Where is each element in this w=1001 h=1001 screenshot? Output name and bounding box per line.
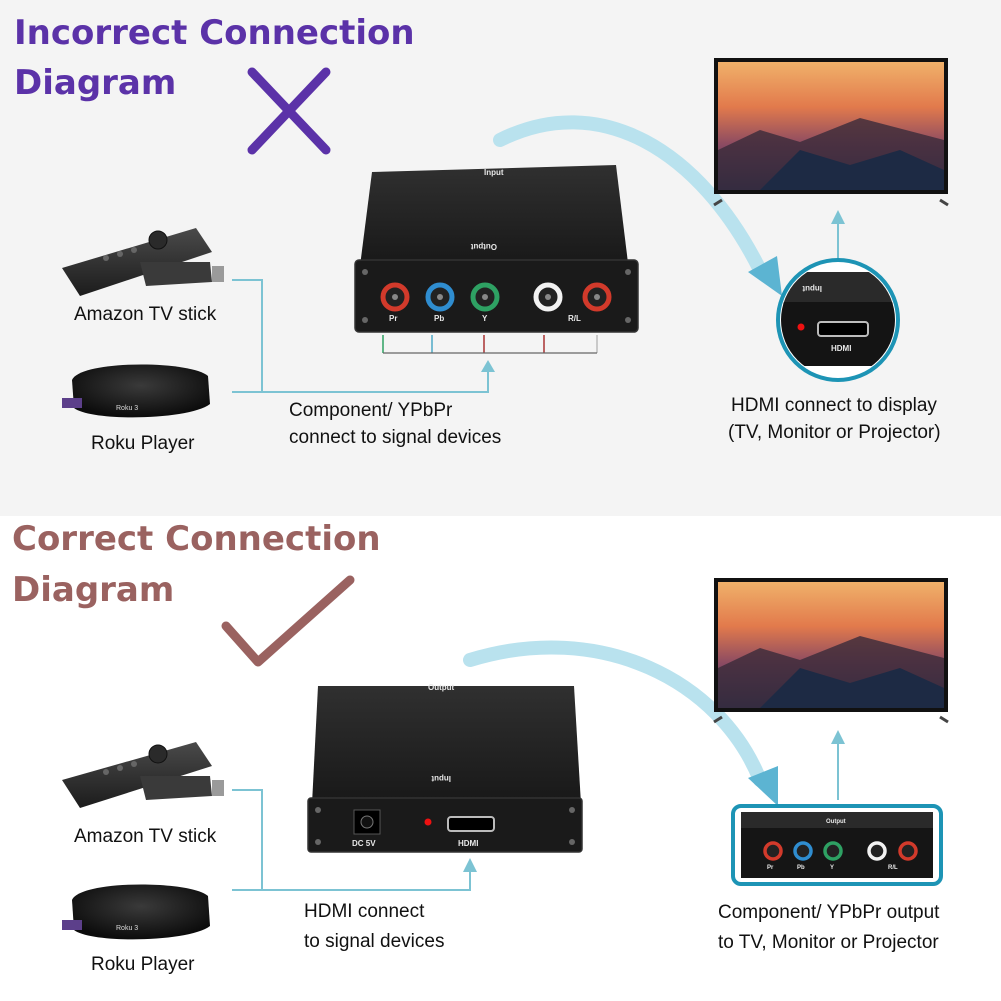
dc-5v-label: DC 5V xyxy=(352,839,376,848)
port-label-rl: R/L xyxy=(568,314,581,323)
component-caption-line2: connect to signal devices xyxy=(289,427,502,448)
rca-port-audio-left xyxy=(533,282,563,312)
roku-player-icon-2: Roku 3 xyxy=(62,884,210,940)
inset-hdmi-label: HDMI xyxy=(831,344,851,353)
rca-port-audio-right xyxy=(582,282,612,312)
roku-player-icon: Roku 3 xyxy=(62,364,210,418)
rca-port-y xyxy=(470,282,500,312)
tv-display-icon xyxy=(713,58,949,207)
inset-port-label-pb: Pb xyxy=(797,865,805,871)
inset-output-label: Output xyxy=(826,819,846,825)
roku-badge-label: Roku 3 xyxy=(116,405,138,412)
source-connector-line-2 xyxy=(232,789,477,891)
rca-port-pr xyxy=(380,282,410,312)
cross-mark-icon xyxy=(247,67,331,155)
incorrect-title-line1: Incorrect Connection xyxy=(14,13,415,53)
hdmi-port-label: HDMI xyxy=(458,839,478,848)
rca-port-pb xyxy=(425,282,455,312)
component-caption-line1: Component/ YPbPr xyxy=(289,400,453,421)
component-output-caption-line2: to TV, Monitor or Projector xyxy=(718,932,939,953)
port-label-pb: Pb xyxy=(434,314,444,323)
roku-badge-label-2: Roku 3 xyxy=(116,925,138,932)
device-input-label: Input xyxy=(484,168,504,177)
cable-lines xyxy=(382,335,598,354)
hdmi-caption-line1: HDMI connect xyxy=(304,901,425,922)
amazon-tv-stick-icon xyxy=(62,228,224,296)
check-mark-icon xyxy=(221,575,355,667)
correct-title-line2: Diagram xyxy=(12,570,175,610)
device-output-label-2: Output xyxy=(428,683,455,692)
correct-title-line1: Correct Connection xyxy=(12,519,381,559)
amazon-tv-stick-label: Amazon TV stick xyxy=(74,304,217,325)
component-adapter-device: Input Output Pr Pb Y R/L xyxy=(354,165,639,333)
signal-arrow-icon xyxy=(493,115,782,296)
port-label-y: Y xyxy=(482,314,488,323)
inset-input-label: Input xyxy=(802,284,822,293)
inset-port-label-y: Y xyxy=(830,865,834,871)
tv-up-arrow-icon xyxy=(831,210,845,262)
hdmi-display-caption-line2: (TV, Monitor or Projector) xyxy=(728,422,941,443)
hdmi-port-inset: Input HDMI xyxy=(776,258,900,382)
component-output-inset: Output Pr Pb Y R/L xyxy=(731,804,943,886)
tv-display-icon-2 xyxy=(713,578,949,724)
inset-port-label-rl: R/L xyxy=(888,865,898,871)
hdmi-caption-line2: to signal devices xyxy=(304,931,445,952)
signal-arrow-icon-2 xyxy=(463,640,778,806)
inset-port-label-pr: Pr xyxy=(767,865,774,871)
hdmi-adapter-device: Output Input DC 5V HDMI xyxy=(307,683,583,853)
hdmi-display-caption-line1: HDMI connect to display xyxy=(731,395,937,416)
incorrect-title-line2: Diagram xyxy=(14,63,177,103)
tv-up-arrow-icon-2 xyxy=(831,730,845,800)
device-input-label-2: Input xyxy=(431,774,451,783)
component-output-caption-line1: Component/ YPbPr output xyxy=(718,902,940,923)
amazon-tv-stick-icon-2 xyxy=(62,742,224,808)
amazon-tv-stick-label-2: Amazon TV stick xyxy=(74,826,217,847)
device-output-label: Output xyxy=(470,242,497,251)
roku-player-label-2: Roku Player xyxy=(91,954,195,975)
source-connector-line xyxy=(232,279,495,393)
roku-player-label: Roku Player xyxy=(91,433,195,454)
port-label-pr: Pr xyxy=(389,314,397,323)
